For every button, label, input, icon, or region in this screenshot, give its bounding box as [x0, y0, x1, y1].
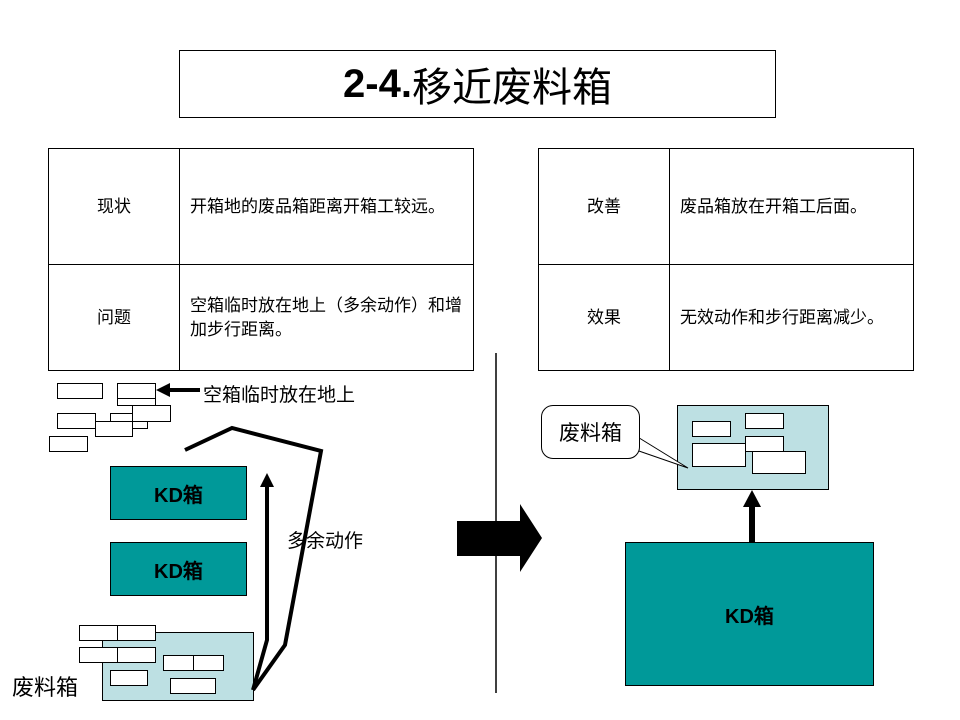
- scrap-box: [745, 413, 784, 429]
- arrowhead-icon: [156, 383, 170, 397]
- scrap-box: [752, 451, 806, 474]
- empty-box: [49, 436, 88, 452]
- table-key: 效果: [538, 264, 670, 371]
- scrap-box: [692, 443, 746, 467]
- current-state-table: 现状开箱地的废品箱距离开箱工较远。 问题空箱临时放在地上（多余动作）和增加步行距…: [48, 148, 474, 371]
- table-key: 问题: [48, 264, 180, 371]
- arrowhead-icon: [260, 473, 274, 487]
- return-path: [251, 485, 269, 691]
- improvement-table: 改善废品箱放在开箱工后面。 效果无效动作和步行距离减少。: [538, 148, 914, 371]
- empty-box-label: 空箱临时放在地上: [203, 384, 356, 406]
- empty-box: [132, 405, 171, 422]
- empty-box: [57, 383, 103, 399]
- arrowhead-icon: [743, 490, 761, 507]
- kd-box: KD箱: [110, 542, 247, 596]
- kd-box: KD箱: [625, 542, 874, 686]
- walk-path: [184, 425, 324, 692]
- empty-box: [95, 421, 133, 437]
- scrap-box: [170, 678, 216, 694]
- table-value: 开箱地的废品箱距离开箱工较远。: [179, 148, 474, 265]
- waste-bin-callout: 废料箱: [541, 405, 640, 459]
- table-value: 无效动作和步行距离减少。: [669, 264, 914, 371]
- empty-box: [117, 383, 156, 399]
- waste-bin-label: 废料箱: [12, 676, 79, 701]
- right-arrow-icon: [457, 504, 542, 572]
- scrap-box: [117, 647, 156, 663]
- table-key: 改善: [538, 148, 670, 265]
- scrap-box: [110, 670, 148, 686]
- slide-title: 2-4.移近废料箱: [179, 50, 776, 118]
- scrap-box: [692, 421, 731, 437]
- callout-tail: [635, 435, 689, 469]
- scrap-box: [193, 655, 224, 671]
- kd-box: KD箱: [110, 466, 247, 520]
- table-key: 现状: [48, 148, 180, 265]
- table-value: 废品箱放在开箱工后面。: [669, 148, 914, 265]
- table-value: 空箱临时放在地上（多余动作）和增加步行距离。: [179, 264, 474, 371]
- scrap-box: [117, 625, 156, 641]
